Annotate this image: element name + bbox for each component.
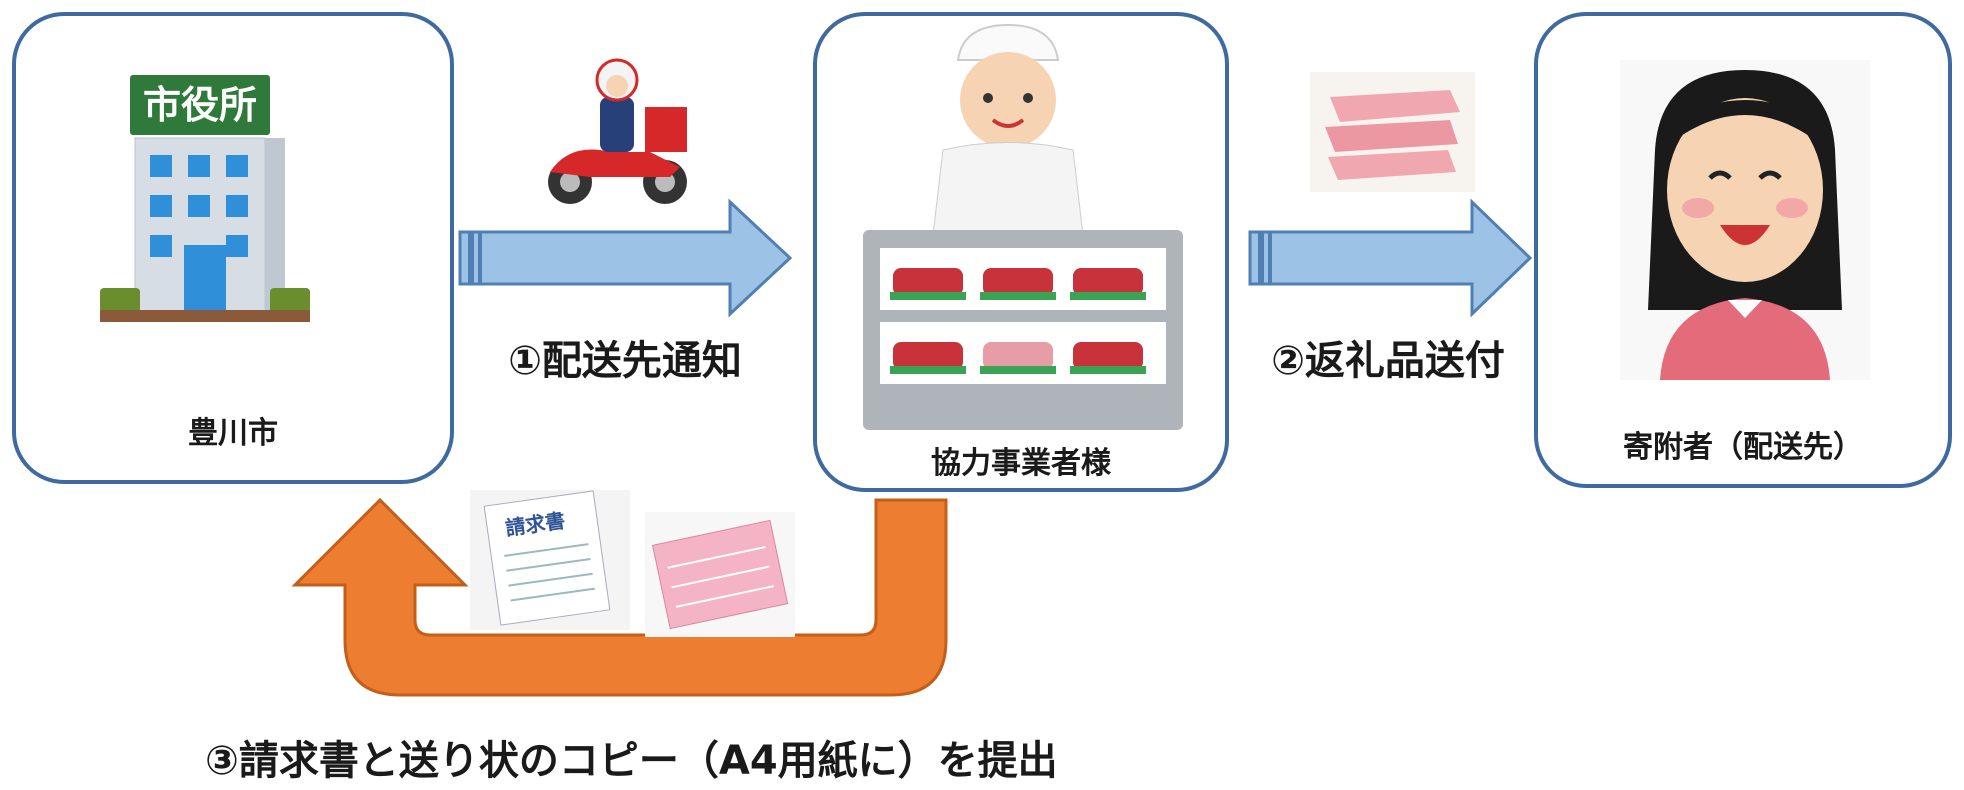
- arrow-ship: [1248, 198, 1533, 318]
- step1-label: ①配送先通知: [508, 338, 742, 384]
- arrow-notify: [458, 198, 793, 318]
- supplier-label: 協力事業者様: [931, 446, 1111, 481]
- invoice-icon: 請求書: [470, 490, 630, 630]
- arrow-submit: [291, 497, 948, 697]
- city-hall-icon: 市役所: [100, 75, 310, 322]
- step2-label: ②返礼品送付: [1271, 338, 1505, 384]
- shipping-label-icon: [645, 512, 795, 637]
- woman-smiling-icon: [1620, 60, 1870, 380]
- meat-pack-icon: [1310, 72, 1475, 192]
- delivery-scooter-icon: [548, 58, 687, 204]
- step3-label: ③請求書と送り状のコピー（A4用紙に）を提出: [205, 738, 1058, 784]
- butcher-counter-icon: [863, 23, 1183, 430]
- city-hall-sign: 市役所: [143, 83, 257, 127]
- city-label: 豊川市: [188, 416, 278, 451]
- donor-label: 寄附者（配送先）: [1623, 430, 1863, 465]
